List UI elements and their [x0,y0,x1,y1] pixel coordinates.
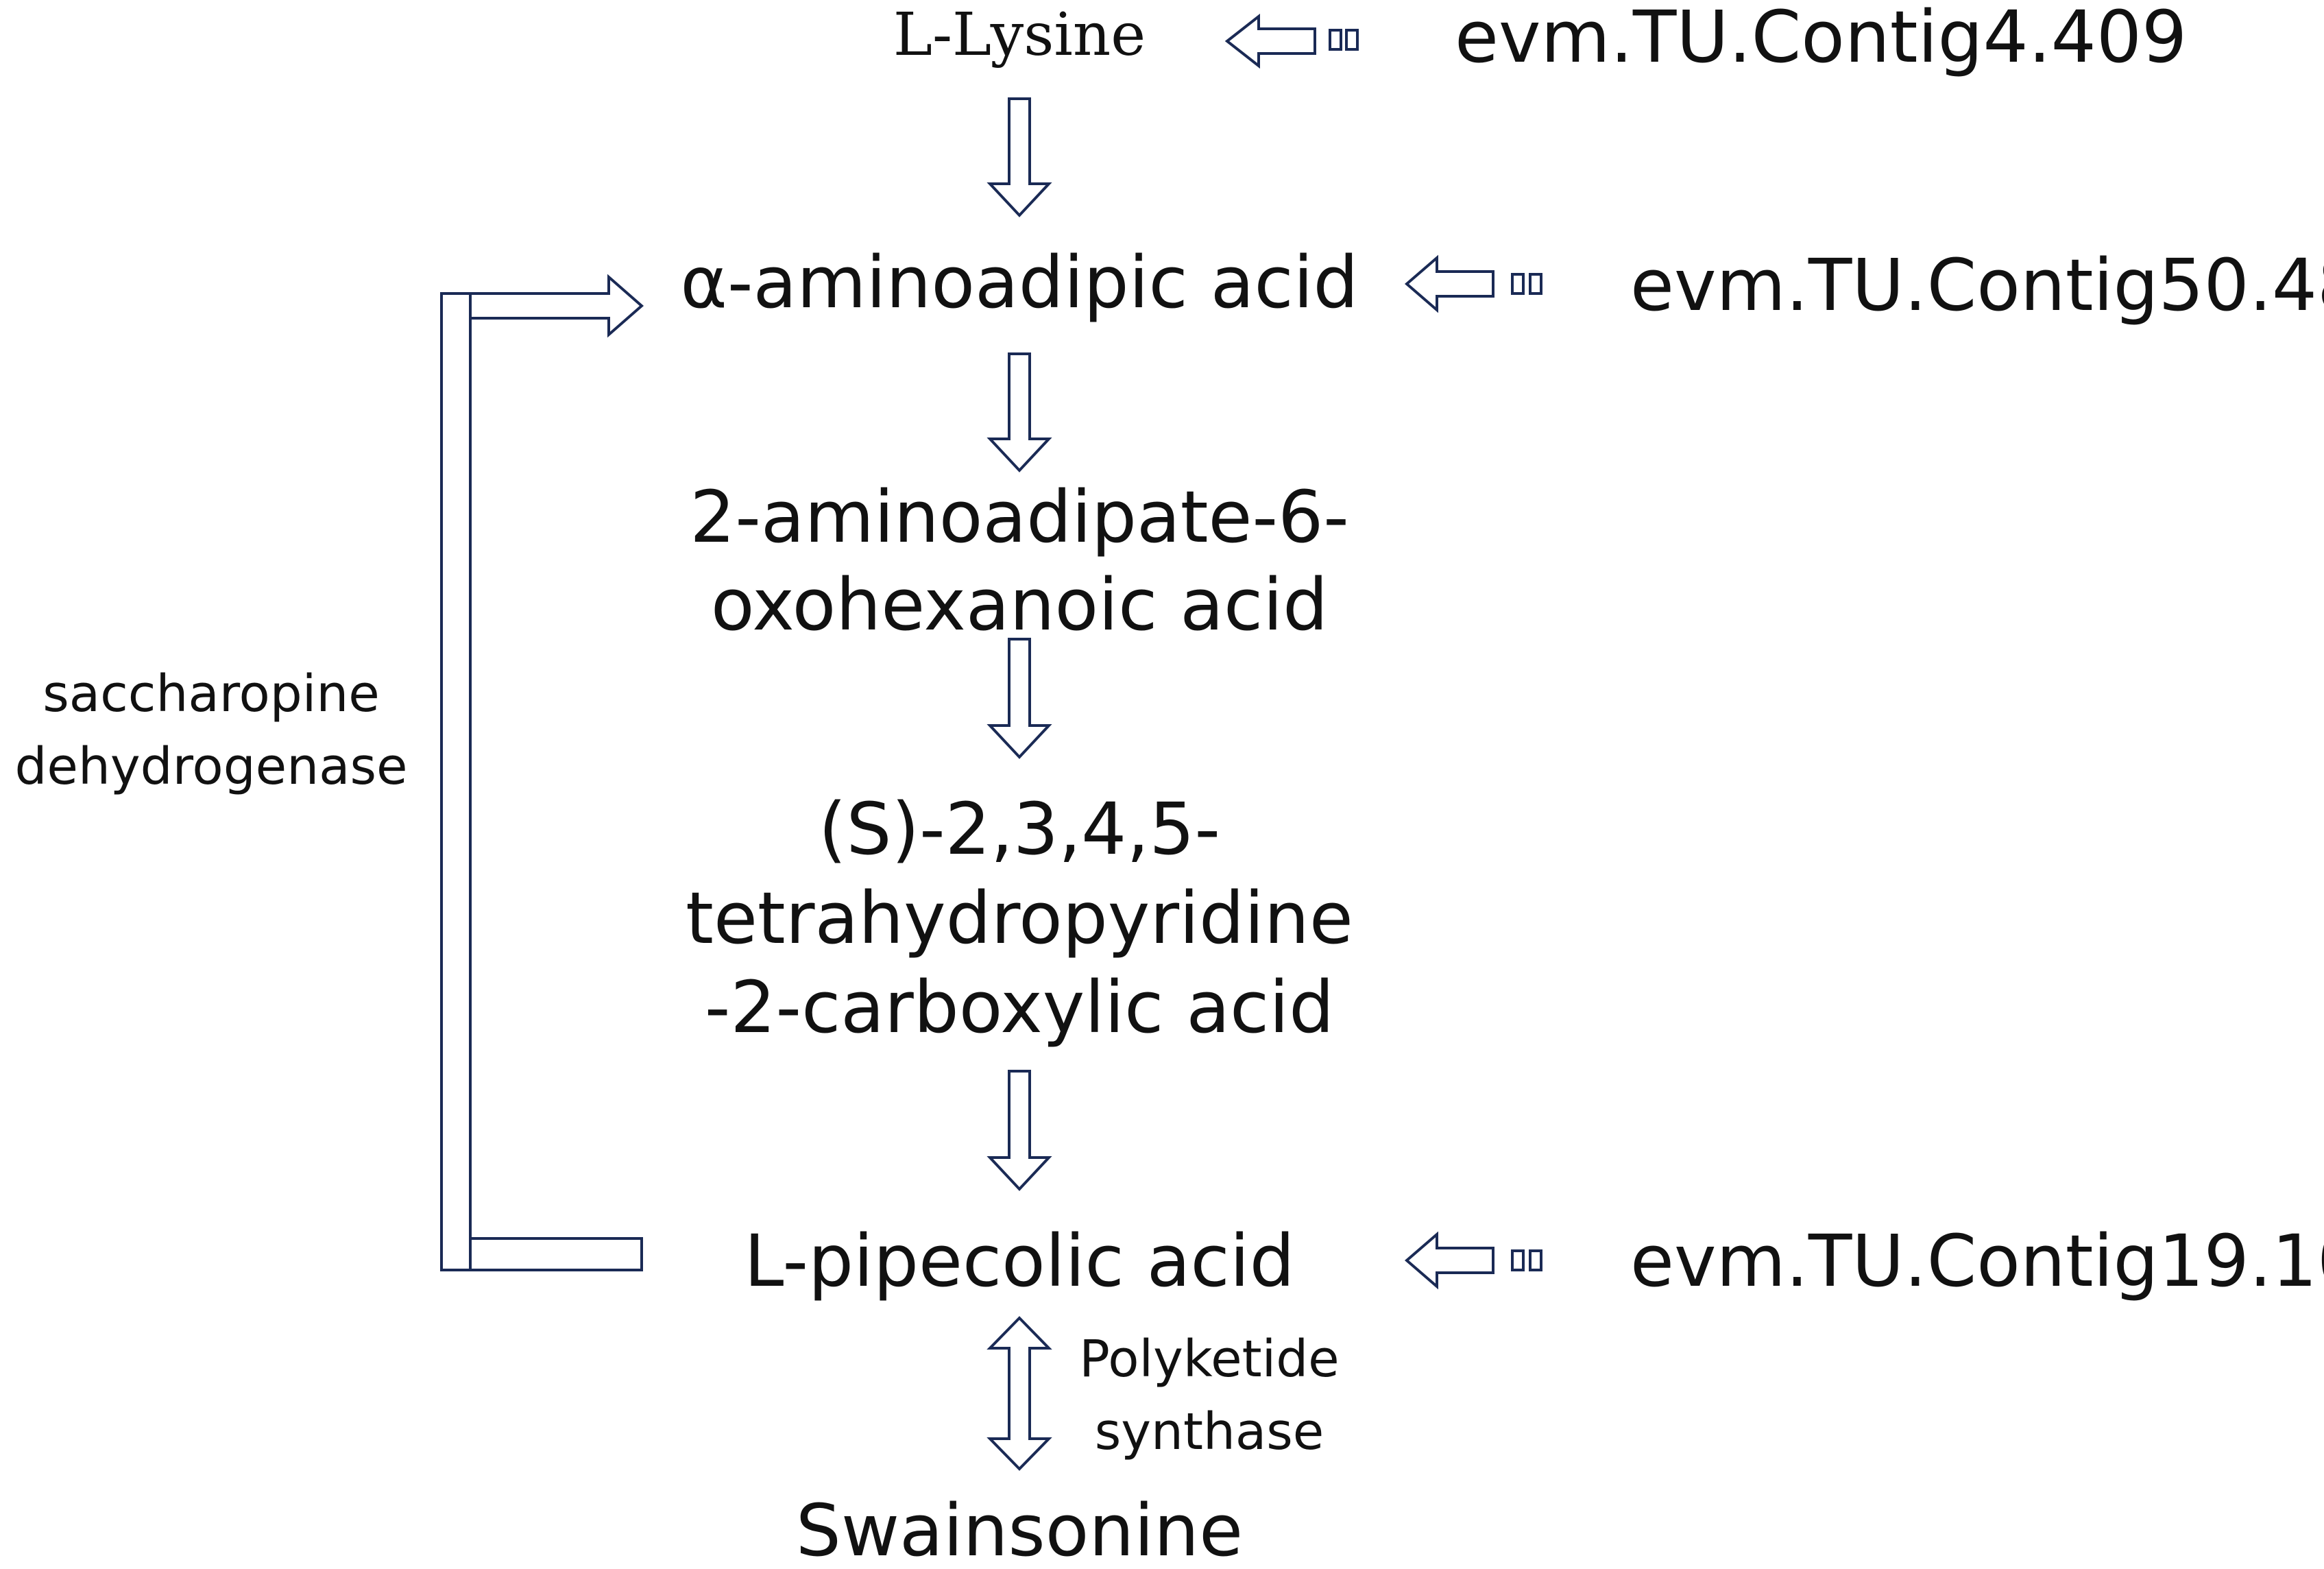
compound-tetrahydropyridine-line2: tetrahydropyridine [686,876,1353,960]
enzyme-polyketide-line2: synthase [1095,1402,1324,1461]
compound-tetrahydropyridine-line3: -2-carboxylic acid [705,966,1334,1049]
enzyme-polyketide-line1: Polyketide [1079,1330,1339,1389]
gene-marker-pipecolic-2 [1529,1249,1542,1271]
down-arrow-3 [987,638,1052,759]
compound-alpha-aminoadipic-acid: α-aminoadipic acid [680,241,1358,324]
compound-aminoadipate-oxohexanoic-line2: oxohexanoic acid [711,563,1328,647]
compound-swainsonine: Swainsonine [796,1489,1243,1569]
down-arrow-1 [987,97,1052,217]
enzyme-saccharopine-line1: saccharopine [43,664,380,723]
gene-marker-aminoadipic-1 [1511,273,1525,295]
gene-arrow-lysine [1224,13,1316,69]
gene-marker-lysine-1 [1329,29,1342,51]
gene-arrow-pipecolic [1404,1231,1494,1290]
compound-tetrahydropyridine-line1: (S)-2,3,4,5- [819,787,1220,871]
bidirectional-arrow [987,1316,1052,1471]
compound-aminoadipate-oxohexanoic-line1: 2-aminoadipate-6- [690,475,1349,559]
saccharopine-bracket [440,274,644,1271]
gene-marker-aminoadipic-2 [1529,273,1542,295]
down-arrow-2 [987,352,1052,472]
gene-contig19-10: evm.TU.Contig19.10 [1630,1219,2324,1303]
compound-l-pipecolic-acid: L-pipecolic acid [744,1219,1294,1303]
gene-contig50-48: evm.TU.Contig50.48 [1630,243,2324,327]
gene-marker-lysine-2 [1345,29,1359,51]
enzyme-saccharopine-line2: dehydrogenase [14,737,407,796]
gene-marker-pipecolic-1 [1511,1249,1525,1271]
gene-arrow-aminoadipic [1404,254,1494,313]
gene-contig4-409: evm.TU.Contig4.409 [1455,0,2187,79]
compound-l-lysine: L-Lysine [893,1,1146,69]
down-arrow-4 [987,1070,1052,1191]
